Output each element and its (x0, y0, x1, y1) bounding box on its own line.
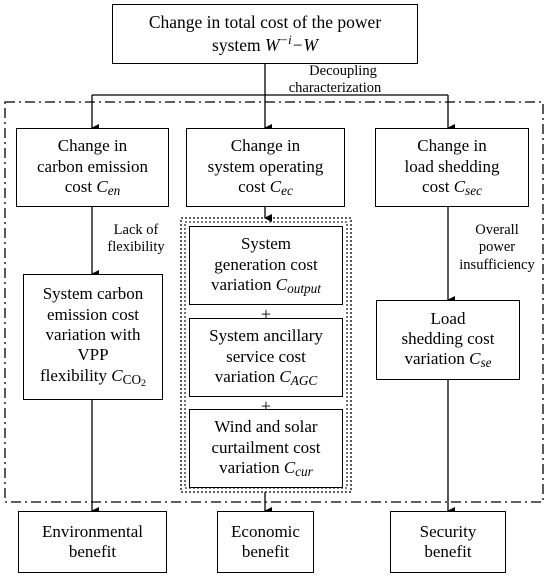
power-insufficiency-note: Overall power insufficiency (459, 222, 535, 273)
lack-of-flexibility-note: Lack of flexibility (107, 222, 165, 256)
total-cost-box: Change in total cost of the power system… (112, 4, 418, 64)
carbon-emission-cost-box: Change in carbon emission cost Cen (16, 128, 169, 207)
total-cost-line2: system (212, 34, 261, 55)
generation-cost-box: System generation cost variation Coutput (189, 226, 343, 305)
carbon-variation-box: System carbon emission cost variation wi… (23, 274, 163, 400)
curtailment-cost-box: Wind and solar curtailment cost variatio… (189, 409, 343, 488)
operating-group-frame (180, 217, 352, 493)
security-benefit-box: Security benefit (390, 511, 506, 573)
operating-cost-box: Change in system operating cost Cec (186, 128, 345, 207)
plus-sign-1: + (260, 304, 272, 324)
economic-benefit-box: Economic benefit (217, 511, 314, 573)
ancillary-cost-box: System ancillary service cost variation … (189, 318, 343, 397)
load-shedding-cost-box: Change in load shedding cost Csec (375, 128, 529, 207)
total-cost-formula: W−i−W (265, 33, 318, 55)
outer-frame (4, 101, 544, 503)
total-cost-line1: Change in total cost of the power (148, 12, 382, 33)
environmental-benefit-box: Environmental benefit (18, 511, 167, 573)
decoupling-note: Decoupling characterization (288, 63, 382, 97)
shedding-variation-box: Load shedding cost variation Cse (376, 300, 520, 380)
plus-sign-2: + (260, 396, 272, 416)
operating-group-frame-inner (184, 221, 348, 489)
